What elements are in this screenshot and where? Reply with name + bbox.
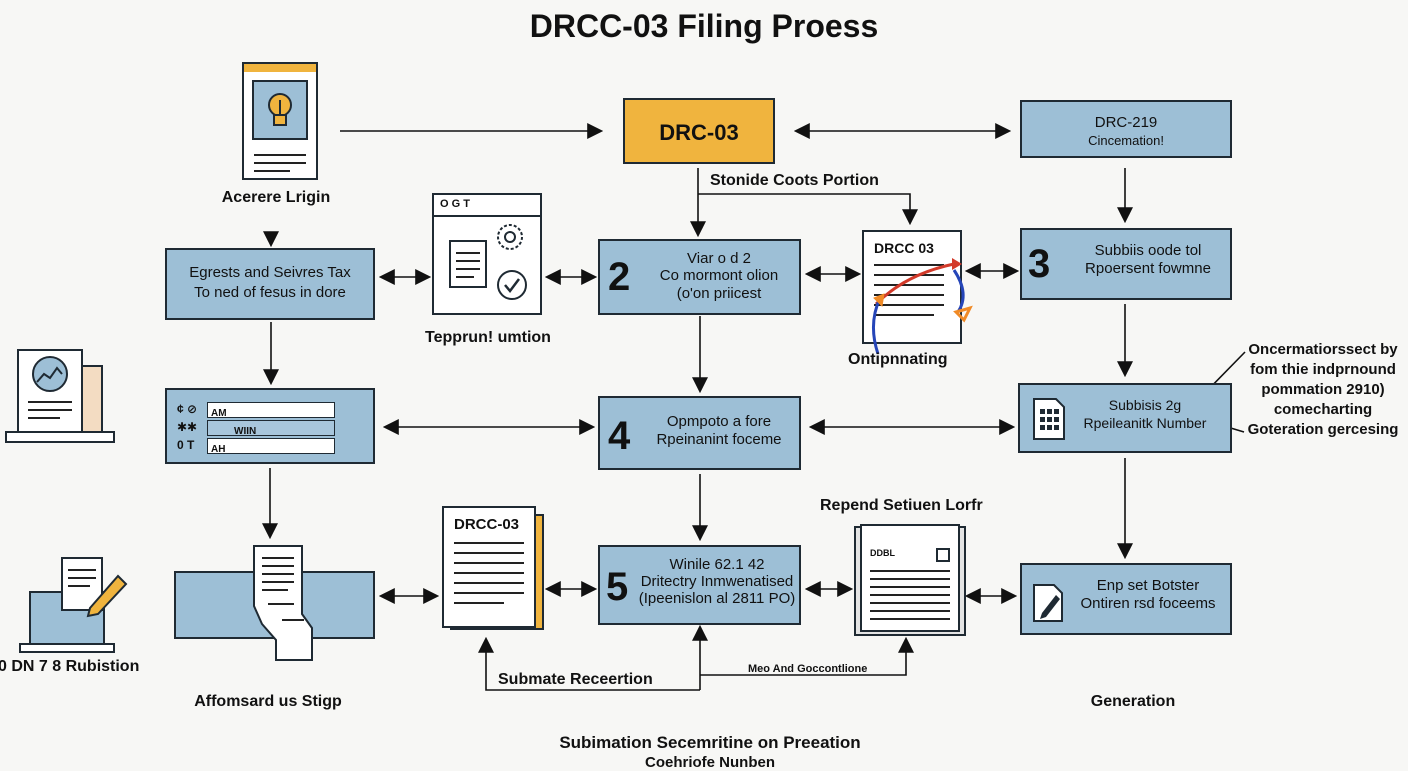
step3-box: 3 Subbiis oode tol Rpoersent fowmne	[1020, 228, 1232, 300]
report-document-header: DDBL	[870, 548, 895, 558]
drcc-document-label: Ontipnnating	[848, 351, 948, 368]
gst-line-1: Egrests and Seivres Tax	[189, 264, 351, 281]
process-curve-icon	[872, 258, 973, 354]
step2-line-1: Viar o d 2	[687, 250, 751, 267]
meo-label: Meo And Goccontlione	[748, 663, 868, 675]
step5-line-2: Dritectry Inmwenatised	[640, 573, 794, 590]
submit-reception-label: Submate Receertion	[498, 671, 653, 688]
last-box: Enp set Botster Ontiren rsd foceems	[1020, 563, 1232, 635]
gst-window-label: Tepprun! umtion	[425, 329, 551, 346]
login-document-icon	[242, 62, 318, 180]
gst-line-2: To ned of fesus in dore	[194, 284, 346, 301]
report-label: Repend Setiuen Lorfr	[820, 497, 983, 514]
step5-line-3: (Ipeenislon al 2811 PO)	[638, 590, 796, 607]
login-label: Acerere Lrigin	[221, 189, 331, 206]
step3-number: 3	[1028, 242, 1051, 286]
drc219-line-1: DRC-219	[1094, 114, 1158, 131]
step4-box: 4 Opmpoto a fore Rpeinanint foceme	[598, 396, 801, 470]
drcc03-document: DRCC-03	[442, 506, 536, 628]
step2-number: 2	[608, 255, 631, 299]
step-sub-line-1: Subbisis 2g	[1108, 397, 1182, 413]
drcc-document: DRCC 03	[862, 230, 962, 344]
lightbulb-icon	[268, 93, 292, 126]
gst-box: Egrests and Seivres Tax To ned of fesus …	[165, 248, 375, 320]
footer-line-2: Coehriofe Nunben	[645, 754, 775, 771]
step3-line-2: Rpoersent fowmne	[1085, 260, 1211, 277]
callout-line-1: Oncermatiorssect by	[1248, 341, 1398, 358]
submission-label: 0 DN 7 8 Rubistion	[0, 658, 140, 675]
callout-line-4: comecharting	[1273, 401, 1373, 418]
form-row-1-value: AM	[211, 408, 227, 419]
form-row-2-prefix: ✱✱	[177, 420, 198, 434]
step2-box: 2 Viar o d 2 Co mormont olion (o'on prii…	[598, 239, 801, 315]
drc219-box: DRC-219 Cincemation!	[1020, 100, 1232, 158]
step4-number: 4	[608, 414, 631, 458]
step-sub-line-2: Rpeileanitk Number	[1083, 415, 1207, 431]
last-box-line-2: Ontiren rsd foceems	[1080, 595, 1216, 612]
callout-line-3: pommation 2910)	[1261, 381, 1385, 398]
step5-number: 5	[606, 565, 629, 609]
callout-line-2: fom thie indprnound	[1250, 361, 1396, 378]
calculator-icon	[1033, 398, 1065, 440]
callout-line-5: Goteration gercesing	[1247, 421, 1399, 438]
form-row-3-prefix: 0 T	[177, 438, 195, 452]
step4-line-2: Rpeinanint foceme	[656, 431, 782, 448]
document-gear-icon	[449, 224, 527, 300]
arrow-submit-loop	[478, 636, 700, 691]
form-row-1-prefix: ¢ ⊘	[177, 402, 198, 416]
drc03-box: DRC-03	[623, 98, 775, 164]
receipt-icon	[253, 545, 313, 661]
form-row-2-value: WIIN	[234, 426, 257, 437]
gst-window-title: O G T	[440, 198, 470, 210]
form-row-3-field[interactable]: AH	[207, 438, 335, 455]
step2-line-3: (o'on priicest	[676, 285, 762, 302]
step3-line-1: Subbiis oode tol	[1094, 242, 1202, 259]
report-document: DDBL	[860, 524, 960, 632]
form-box: ¢ ⊘ AM ✱✱ WIIN 0 T AH	[165, 388, 375, 464]
step2-line-2: Co mormont olion	[659, 267, 779, 284]
last-box-line-1: Enp set Botster	[1096, 577, 1200, 594]
step4-line-1: Opmpoto a fore	[666, 413, 772, 430]
drcc03-document-title: DRCC-03	[454, 516, 520, 533]
page-title: DRCC-03 Filing Proess	[529, 8, 879, 44]
step5-line-1: Winile 62.1 42	[669, 556, 765, 573]
arrow-meo-line	[700, 636, 914, 676]
drcc-document-title: DRCC 03	[874, 240, 934, 256]
form-row-1-field[interactable]: AM	[207, 402, 335, 419]
coots-portion-label: Stonide Coots Portion	[710, 172, 879, 189]
footer-line-1: Subimation Secemritine on Preeation	[559, 733, 861, 752]
form-row-3-value: AH	[211, 444, 226, 455]
arrow-coots-portion	[698, 193, 918, 226]
callout-text: Oncermatiorssect by fom thie indprnound …	[1240, 340, 1406, 440]
laptop-chart-icon	[5, 349, 115, 443]
laptop-pencil-icon	[19, 557, 128, 653]
drc219-line-2: Cincemation!	[1088, 133, 1164, 148]
edit-document-icon	[1033, 584, 1063, 622]
step-sub-box: Subbisis 2g Rpeileanitk Number	[1018, 383, 1232, 453]
drc03-label: DRC-03	[659, 120, 739, 145]
gst-window-icon: O G T	[432, 193, 542, 315]
bottom-left-label: Affomsard us Stigp	[194, 693, 342, 710]
step5-box: 5 Winile 62.1 42 Dritectry Inmwenatised …	[598, 545, 801, 625]
form-row-2-field[interactable]: WIIN	[207, 420, 335, 437]
generation-label: Generation	[1090, 693, 1176, 710]
